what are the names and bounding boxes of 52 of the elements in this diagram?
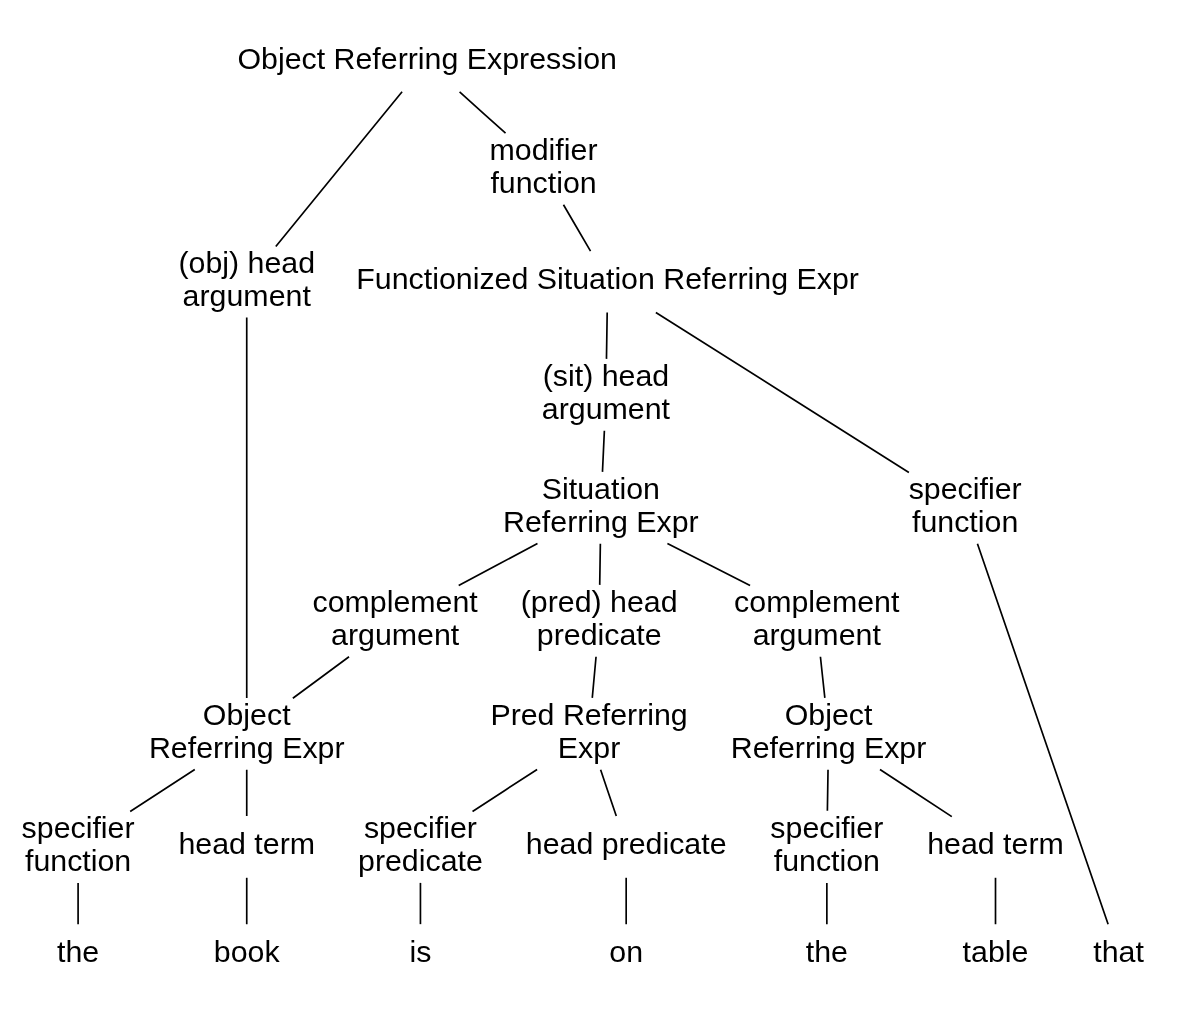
node-text: complement argument <box>312 584 478 652</box>
connector <box>666 542 751 587</box>
node-text: the <box>805 935 848 969</box>
connector <box>819 655 826 699</box>
node-text: Functionized Situation Referring Expr <box>356 262 859 296</box>
node-text: Object Referring Expr <box>730 697 927 765</box>
connector <box>994 876 997 926</box>
connector <box>879 768 953 818</box>
node-text: head term <box>178 827 316 861</box>
connector <box>77 882 79 925</box>
node-text: the <box>57 935 100 969</box>
node-text: on <box>609 935 644 969</box>
connector <box>601 429 606 473</box>
node-text: modifier function <box>489 132 598 200</box>
node-text: book <box>213 935 280 969</box>
connector <box>625 876 628 926</box>
connector <box>471 768 538 813</box>
node-text: specifier function <box>908 471 1022 539</box>
connector <box>826 768 829 812</box>
node-text: (obj) head argument <box>178 245 316 313</box>
node-text: is <box>409 935 432 969</box>
connector <box>245 316 248 699</box>
connector <box>245 876 248 926</box>
node-text: (pred) head predicate <box>520 584 678 652</box>
connector <box>245 768 248 817</box>
node-text: that <box>1093 935 1144 969</box>
node-text: specifier predicate <box>358 810 483 878</box>
connector <box>591 655 597 699</box>
node-text: head predicate <box>525 827 727 861</box>
connector <box>599 768 618 817</box>
node-text: (sit) head argument <box>541 358 671 426</box>
node-text: Pred Referring Expr <box>490 697 688 765</box>
connector <box>605 311 609 360</box>
node-text: table <box>962 935 1029 969</box>
node-text: Object Referring Expr <box>148 697 345 765</box>
node-text: complement argument <box>734 584 900 652</box>
node-text: Situation Referring Expr <box>503 471 699 539</box>
connector <box>976 542 1109 926</box>
connector <box>292 655 350 700</box>
connector <box>598 542 602 586</box>
node-text: specifier function <box>21 810 135 878</box>
connector <box>457 542 539 587</box>
connector <box>419 882 422 925</box>
connector <box>826 882 828 925</box>
connector <box>458 91 507 135</box>
connector <box>562 203 592 252</box>
connector <box>274 90 403 248</box>
connector <box>129 768 196 813</box>
node-text: specifier function <box>770 810 884 878</box>
connector <box>655 311 910 474</box>
node-text: Object Referring Expression <box>237 41 617 75</box>
node-text: head term <box>927 827 1064 861</box>
